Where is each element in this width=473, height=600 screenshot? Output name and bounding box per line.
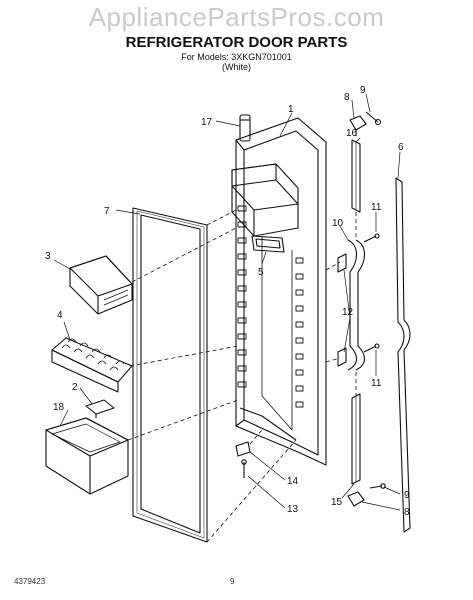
callout-2: 2 [72, 382, 78, 393]
handle-screw-upper [363, 233, 380, 243]
top-hinge-cap [239, 114, 251, 142]
model-color: (White) [222, 62, 251, 72]
callout-15: 15 [331, 497, 343, 508]
clip [85, 399, 115, 418]
callout-17: 17 [201, 117, 213, 128]
callout-7: 7 [104, 206, 110, 217]
watermark: AppliancePartsPros.com [88, 2, 385, 32]
callout-12: 12 [342, 307, 354, 318]
egg-tray [51, 337, 133, 393]
hinge-screw [241, 459, 247, 478]
callout-9-bottom: 9 [404, 490, 410, 501]
page-number: 9 [230, 577, 235, 586]
door-handle [337, 239, 366, 371]
top-hinge-bracket [349, 115, 367, 136]
callout-4: 4 [57, 310, 63, 321]
top-door-bin [69, 255, 133, 315]
side-trim [395, 177, 411, 533]
hinge-cam [235, 441, 251, 457]
callout-8-top: 8 [344, 92, 350, 103]
door-gasket [132, 207, 208, 543]
callout-6: 6 [398, 142, 404, 153]
callout-14: 14 [287, 476, 299, 487]
callout-3: 3 [45, 251, 51, 262]
door-liner [231, 117, 327, 466]
model-info: For Models: 3XKGN701001 (White) [0, 52, 473, 72]
callout-5: 5 [258, 267, 264, 278]
document-number: 4379423 [14, 577, 46, 586]
upper-trim-piece [351, 139, 361, 213]
callout-9-top: 9 [360, 85, 366, 96]
callout-13: 13 [287, 504, 299, 515]
top-screw [365, 111, 382, 126]
callout-16: 16 [346, 128, 358, 139]
callout-18: 18 [53, 402, 65, 413]
callout-10: 10 [332, 218, 344, 229]
bottom-hinge-bracket [347, 491, 365, 507]
handle-screw-lower [363, 343, 380, 353]
lower-trim-piece [351, 393, 361, 485]
page-title: REFRIGERATOR DOOR PARTS [125, 34, 348, 51]
callout-1: 1 [288, 104, 294, 115]
callout-8-bottom: 8 [404, 507, 410, 518]
dispenser-tray [251, 235, 285, 253]
callout-11-lower: 11 [371, 378, 382, 389]
bottom-screw [369, 483, 386, 489]
model-number: For Models: 3XKGN701001 [181, 52, 292, 62]
bottom-door-bin [45, 417, 129, 495]
callout-11-upper: 11 [371, 202, 382, 213]
